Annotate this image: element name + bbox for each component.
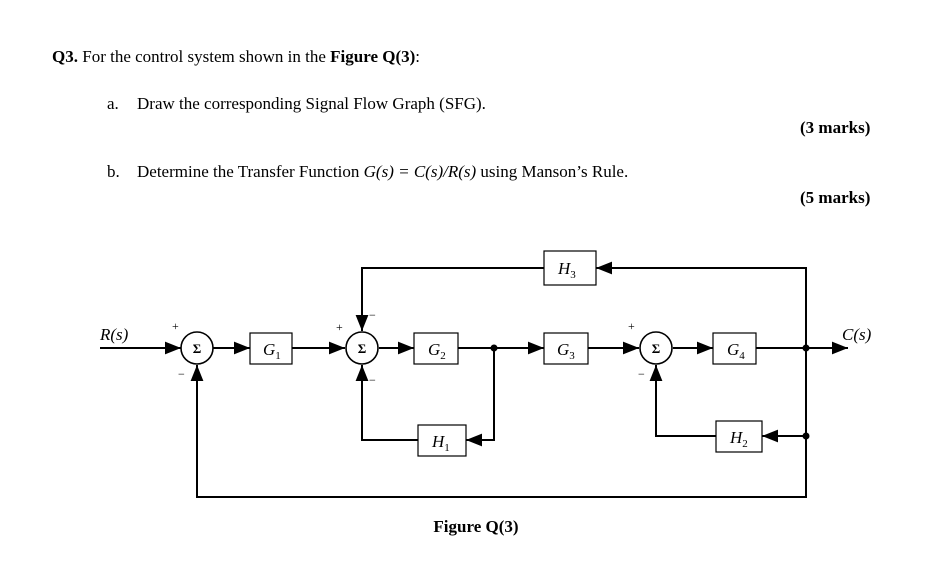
h3-feedback-in [596, 261, 807, 348]
takeoff-node-h2 [802, 432, 810, 440]
svg-text:G2: G2 [428, 340, 446, 362]
svg-text:G1: G1 [263, 340, 281, 362]
h1-feedback-out [355, 365, 418, 441]
block-g3: G3 [543, 332, 589, 365]
output-label: C(s) [842, 325, 872, 344]
svg-text:G4: G4 [727, 340, 745, 362]
block-g4: G4 [712, 332, 757, 365]
h2-feedback-in [762, 348, 807, 443]
takeoff-nodes [490, 344, 810, 440]
sign-minus: − [369, 373, 376, 387]
sign-minus: − [369, 308, 376, 322]
input-label: R(s) [99, 325, 129, 344]
sum-symbol: Σ [193, 341, 202, 356]
block-h1: H1 [417, 424, 467, 457]
transfer-function-formula: G(s) = C(s)/R(s) [363, 162, 477, 181]
summing-junction-2: Σ + − − [336, 308, 379, 387]
sum-symbol: Σ [652, 341, 661, 356]
block-h3: H3 [543, 250, 597, 286]
question-intro: For the control system shown in the [77, 47, 331, 66]
svg-text:G3: G3 [557, 340, 575, 362]
part-a-marks: (3 marks) [800, 118, 871, 137]
figure-caption: Figure Q(3) [433, 517, 518, 536]
h3-feedback-out [355, 267, 544, 331]
question-heading: Q3. For the control system shown in the … [52, 47, 420, 67]
sign-plus: + [336, 320, 343, 334]
summing-junction-3: Σ + − [628, 319, 673, 381]
sign-plus: + [628, 319, 635, 333]
block-g1: G1 [249, 332, 293, 365]
h2-feedback-out [649, 365, 716, 437]
sign-minus: − [638, 367, 645, 381]
question-intro-end: : [415, 47, 421, 66]
svg-text:H2: H2 [729, 428, 748, 450]
svg-text:H1: H1 [431, 432, 450, 454]
takeoff-node-output [802, 344, 810, 352]
sum-symbol: Σ [358, 341, 367, 356]
part-b-text-start: Determine the Transfer Function [137, 162, 364, 181]
summing-junction-1: Σ + − [172, 319, 214, 381]
sign-minus: − [178, 367, 185, 381]
takeoff-node-g2 [490, 344, 498, 352]
part-b-letter: b. [107, 162, 120, 181]
question-number: Q3. [52, 47, 78, 66]
part-b-text: Determine the Transfer Function G(s) = C… [137, 162, 628, 182]
part-b-text-end: using Manson’s Rule. [476, 162, 629, 181]
figure-reference: Figure Q(3) [330, 47, 416, 66]
sign-plus: + [172, 319, 179, 333]
block-h2: H2 [715, 420, 763, 453]
signal-lines [100, 261, 848, 498]
part-a-text: Draw the corresponding Signal Flow Graph… [137, 94, 486, 113]
h1-feedback-in [466, 348, 495, 447]
block-g2: G2 [413, 332, 459, 365]
part-a-letter: a. [107, 94, 119, 113]
part-b-marks: (5 marks) [800, 188, 871, 207]
unity-feedback [190, 365, 807, 498]
svg-text:H3: H3 [557, 259, 576, 281]
